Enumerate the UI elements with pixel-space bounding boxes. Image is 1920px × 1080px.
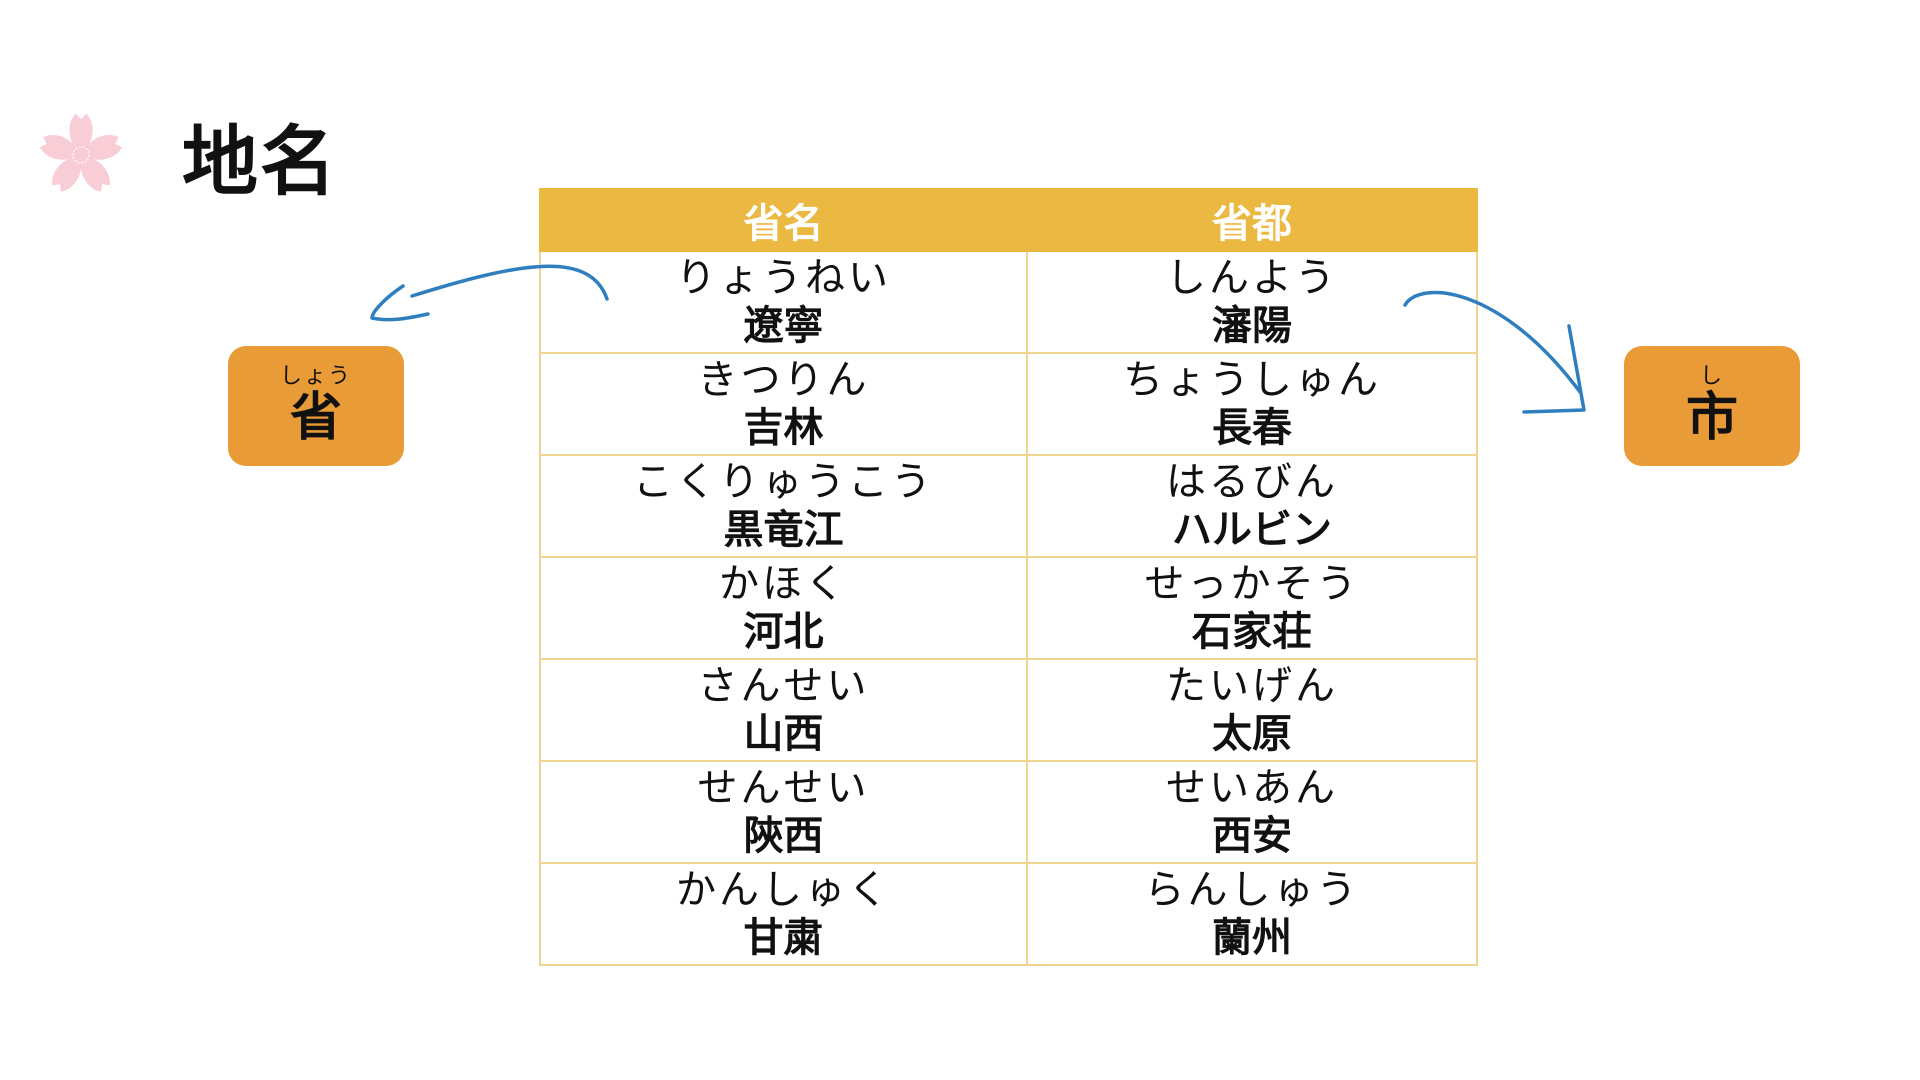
province-reading: りょうねい bbox=[675, 255, 891, 301]
capital-reading: らんしゅう bbox=[1144, 867, 1360, 913]
province-reading: かほく bbox=[718, 561, 848, 607]
province-reading: きつりん bbox=[697, 357, 870, 403]
province-cell: きつりん吉林 bbox=[539, 352, 1028, 456]
table-row: きつりん吉林 ちょうしゅん長春 bbox=[539, 352, 1479, 456]
province-cell: りょうねい遼寧 bbox=[539, 250, 1028, 354]
header-province: 省名 bbox=[539, 188, 1028, 252]
province-capital-table: 省名 省都 りょうねい遼寧 しんよう瀋陽 きつりん吉林 ちょうしゅん長春 こくり… bbox=[539, 188, 1479, 966]
capital-reading: はるびん bbox=[1165, 459, 1338, 505]
capital-name: 長春 bbox=[1211, 404, 1292, 451]
sakura-flower-icon bbox=[38, 113, 124, 196]
capital-name: 瀋陽 bbox=[1211, 302, 1292, 349]
province-name: 山西 bbox=[743, 710, 824, 757]
arrow-head-left-icon bbox=[370, 284, 430, 322]
capital-name: 太原 bbox=[1211, 710, 1292, 757]
province-name: 陝西 bbox=[743, 812, 824, 859]
capital-reading: ちょうしゅん bbox=[1122, 357, 1381, 403]
province-badge-reading: しょう bbox=[279, 364, 352, 389]
province-reading: かんしゅく bbox=[675, 867, 891, 913]
arrow-head-right-icon bbox=[1522, 324, 1586, 414]
province-name: 甘粛 bbox=[743, 914, 824, 961]
province-cell: さんせい山西 bbox=[539, 658, 1028, 762]
table-row: かんしゅく甘粛 らんしゅう蘭州 bbox=[539, 862, 1479, 966]
province-name: 黒竜江 bbox=[723, 506, 844, 553]
capital-cell: はるびんハルビン bbox=[1025, 454, 1479, 558]
capital-cell: せっかそう石家荘 bbox=[1025, 556, 1479, 660]
title-block: 地名 bbox=[36, 100, 338, 210]
city-badge: し 市 bbox=[1624, 346, 1800, 466]
capital-cell: ちょうしゅん長春 bbox=[1025, 352, 1479, 456]
province-reading: さんせい bbox=[697, 663, 870, 709]
header-capital: 省都 bbox=[1025, 188, 1479, 252]
table-header-row: 省名 省都 bbox=[539, 188, 1479, 252]
capital-name: ハルビン bbox=[1171, 506, 1332, 553]
table-row: りょうねい遼寧 しんよう瀋陽 bbox=[539, 250, 1479, 354]
city-badge-label: 市 bbox=[1685, 387, 1738, 448]
capital-reading: たいげん bbox=[1165, 663, 1338, 709]
capital-reading: せっかそう bbox=[1144, 561, 1360, 607]
province-reading: せんせい bbox=[697, 765, 870, 811]
capital-reading: せいあん bbox=[1165, 765, 1338, 811]
province-badge-label: 省 bbox=[289, 387, 342, 448]
capital-cell: らんしゅう蘭州 bbox=[1025, 862, 1479, 966]
capital-name: 石家荘 bbox=[1191, 608, 1312, 655]
province-badge: しょう 省 bbox=[228, 346, 404, 466]
capital-name: 蘭州 bbox=[1211, 914, 1292, 961]
province-cell: かんしゅく甘粛 bbox=[539, 862, 1028, 966]
province-cell: せんせい陝西 bbox=[539, 760, 1028, 864]
province-reading: こくりゅうこう bbox=[632, 459, 934, 505]
table-row: せんせい陝西 せいあん西安 bbox=[539, 760, 1479, 864]
province-name: 吉林 bbox=[743, 404, 824, 451]
province-name: 遼寧 bbox=[743, 302, 824, 349]
table-row: さんせい山西 たいげん太原 bbox=[539, 658, 1479, 762]
capital-cell: たいげん太原 bbox=[1025, 658, 1479, 762]
capital-name: 西安 bbox=[1211, 812, 1292, 859]
page-title: 地名 bbox=[182, 117, 338, 206]
province-cell: かほく河北 bbox=[539, 556, 1028, 660]
table-row: こくりゅうこう黒竜江 はるびんハルビン bbox=[539, 454, 1479, 558]
capital-cell: せいあん西安 bbox=[1025, 760, 1479, 864]
province-name: 河北 bbox=[743, 608, 824, 655]
city-badge-reading: し bbox=[1699, 364, 1724, 389]
province-cell: こくりゅうこう黒竜江 bbox=[539, 454, 1028, 558]
capital-cell: しんよう瀋陽 bbox=[1025, 250, 1479, 354]
table-row: かほく河北 せっかそう石家荘 bbox=[539, 556, 1479, 660]
capital-reading: しんよう bbox=[1165, 255, 1338, 301]
